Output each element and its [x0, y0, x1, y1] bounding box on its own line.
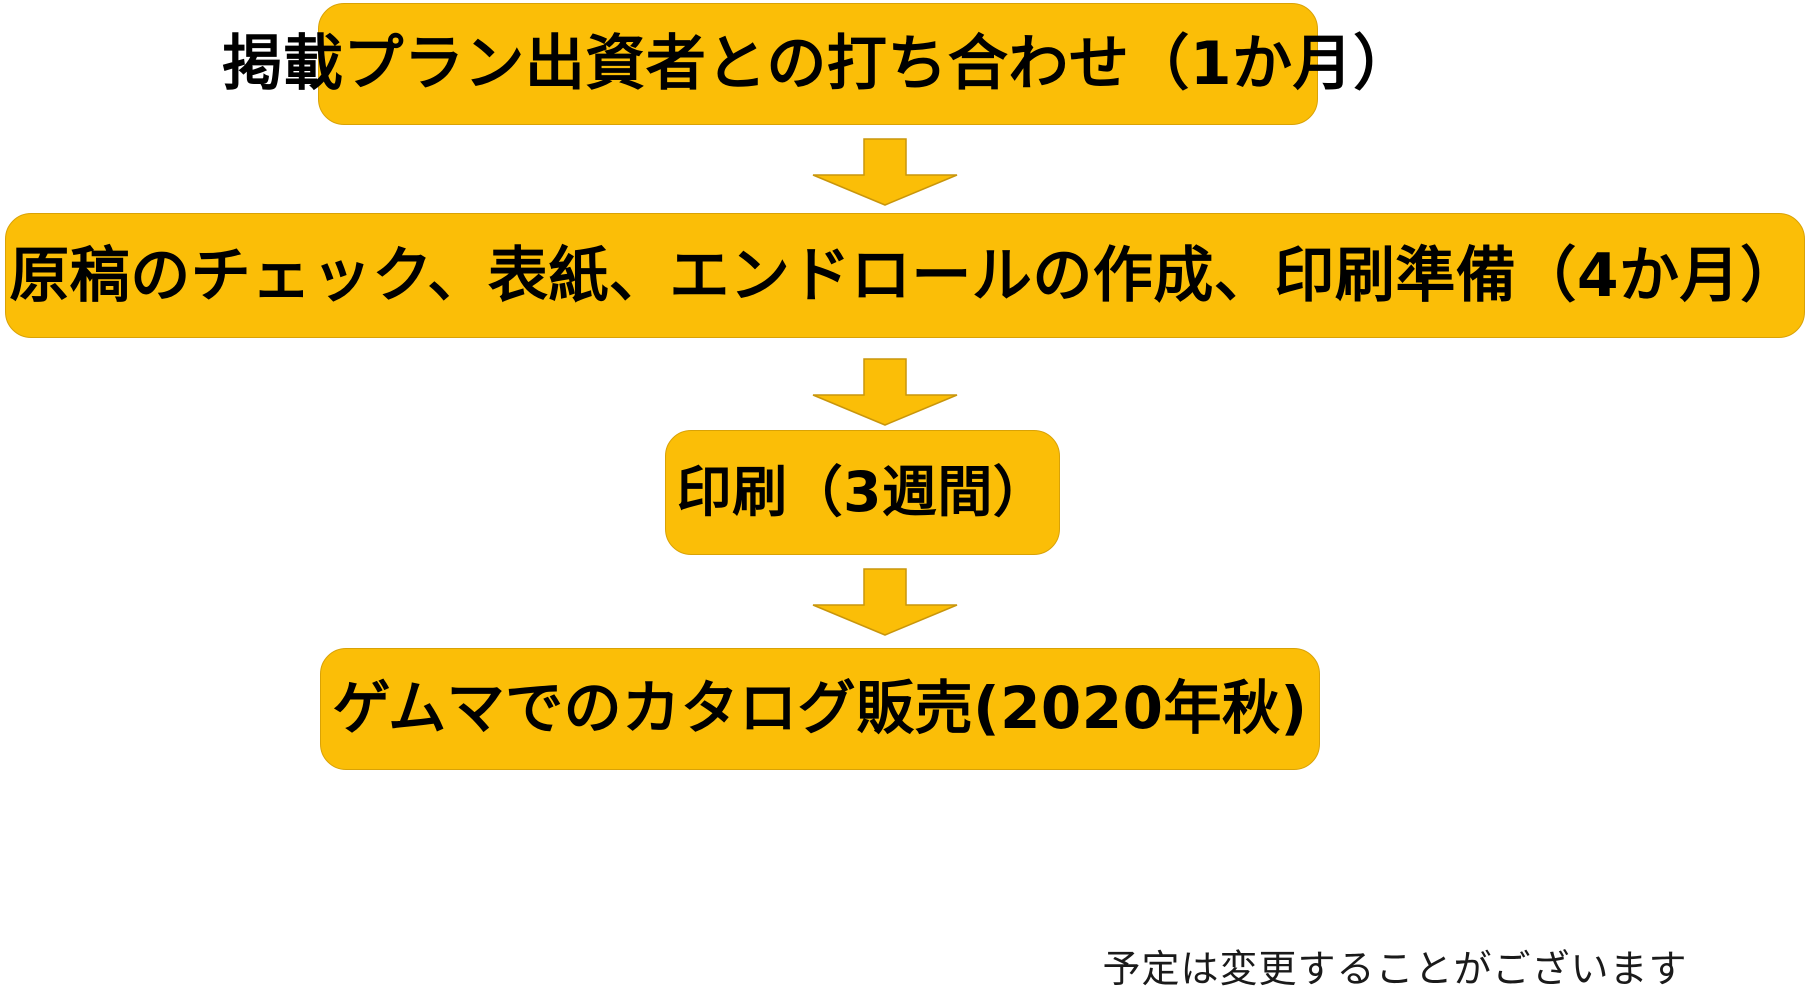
- arrow-down-icon: [812, 358, 958, 426]
- process-step-box-2[interactable]: 原稿のチェック、表紙、エンドロールの作成、印刷準備（4か月）: [5, 213, 1805, 338]
- process-step-box-3[interactable]: 印刷（3週間）: [665, 430, 1060, 555]
- process-step-label-4: ゲムマでのカタログ販売(2020年秋): [332, 674, 1308, 743]
- disclaimer-note: 予定は変更することがございます: [1102, 947, 1688, 991]
- process-step-label-3: 印刷（3週間）: [676, 460, 1049, 525]
- arrow-down-icon: [812, 138, 958, 206]
- arrow-down-icon: [812, 568, 958, 636]
- process-step-box-1[interactable]: 掲載プラン出資者との打ち合わせ（1か月）: [222, 3, 1413, 125]
- process-step-box-4[interactable]: ゲムマでのカタログ販売(2020年秋): [320, 648, 1320, 770]
- process-step-label-1: 掲載プラン出資者との打ち合わせ（1か月）: [222, 29, 1414, 99]
- process-step-label-2: 原稿のチェック、表紙、エンドロールの作成、印刷準備（4か月）: [9, 240, 1801, 311]
